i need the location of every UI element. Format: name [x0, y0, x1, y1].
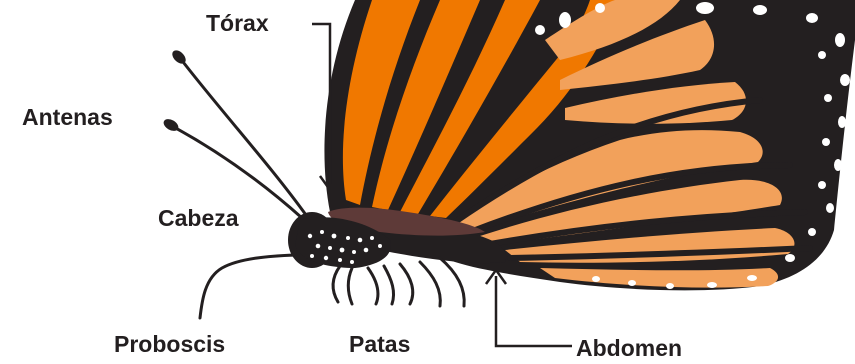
head-label: Cabeza	[158, 205, 239, 231]
proboscis-shape	[200, 255, 296, 318]
abdomen-leader	[496, 276, 572, 346]
antennae-label: Antenas	[22, 104, 113, 130]
thorax-label: Tórax	[206, 10, 269, 36]
antennae	[172, 58, 306, 218]
legs-label: Patas	[349, 331, 410, 357]
antenna-upper	[180, 58, 306, 215]
antenna-lower-club	[162, 117, 181, 134]
proboscis-label: Proboscis	[114, 331, 225, 357]
abdomen-label: Abdomen	[576, 335, 682, 361]
